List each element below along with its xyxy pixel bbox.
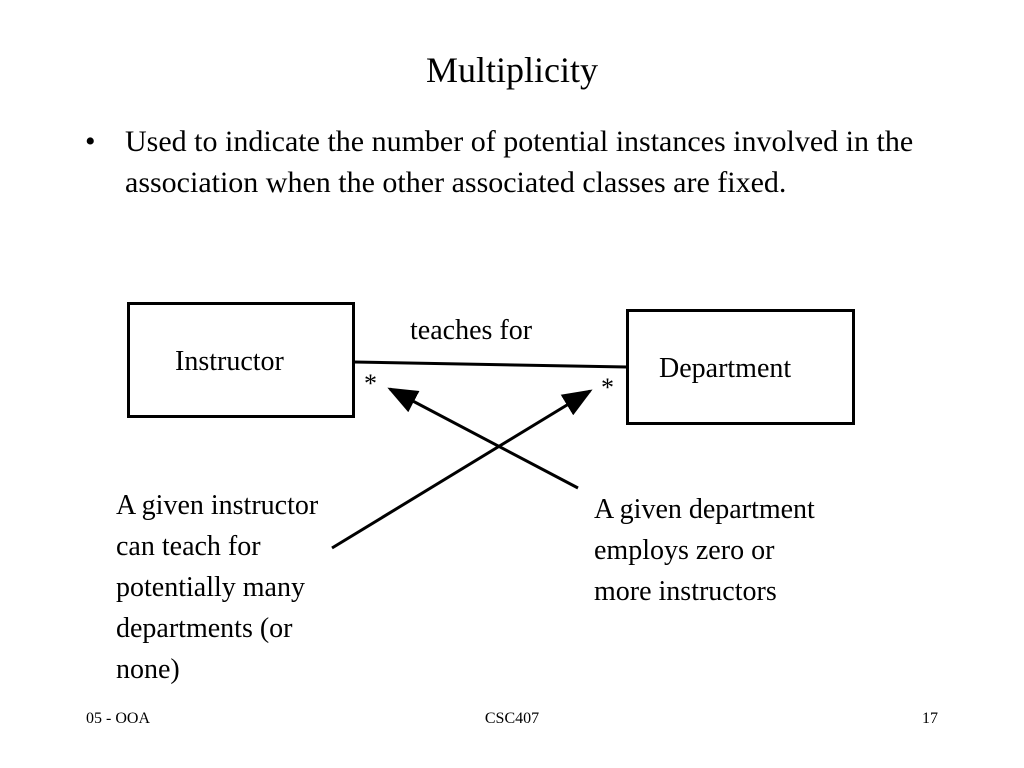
left-note-line: departments (or [116, 613, 293, 644]
right-multiplicity: * [601, 373, 614, 402]
bullet-list: • Used to indicate the number of potenti… [85, 121, 965, 203]
left-multiplicity: * [364, 369, 377, 398]
arrow-to-left-multiplicity [387, 387, 579, 490]
association-line [353, 360, 628, 369]
instructor-class-box [127, 302, 355, 418]
arrow-to-right-multiplicity [331, 389, 593, 550]
department-class-box [626, 309, 855, 425]
department-class-label: Department [659, 353, 792, 384]
right-note-line: employs zero or [594, 535, 775, 566]
left-note-line: A given instructor [116, 490, 319, 521]
bullet-item: • Used to indicate the number of potenti… [85, 121, 965, 203]
right-note-line: A given department [594, 494, 815, 525]
right-note-line: more instructors [594, 576, 777, 607]
footer-center: CSC407 [484, 710, 540, 727]
bullet-text: Used to indicate the number of potential… [125, 125, 914, 199]
left-note: A given instructor can teach for potenti… [116, 485, 318, 690]
right-note: A given department employs zero or more … [594, 489, 815, 612]
left-note-line: potentially many [116, 572, 305, 603]
bullet-marker: • [85, 125, 96, 158]
left-note-line: can teach for [116, 531, 261, 562]
footer-left: 05 - OOA [86, 710, 150, 727]
slide-title: Multiplicity [425, 50, 598, 90]
footer-page-number: 17 [922, 710, 938, 727]
association-label: teaches for [410, 315, 533, 346]
instructor-class-label: Instructor [175, 346, 284, 377]
left-note-line: none) [116, 654, 180, 685]
